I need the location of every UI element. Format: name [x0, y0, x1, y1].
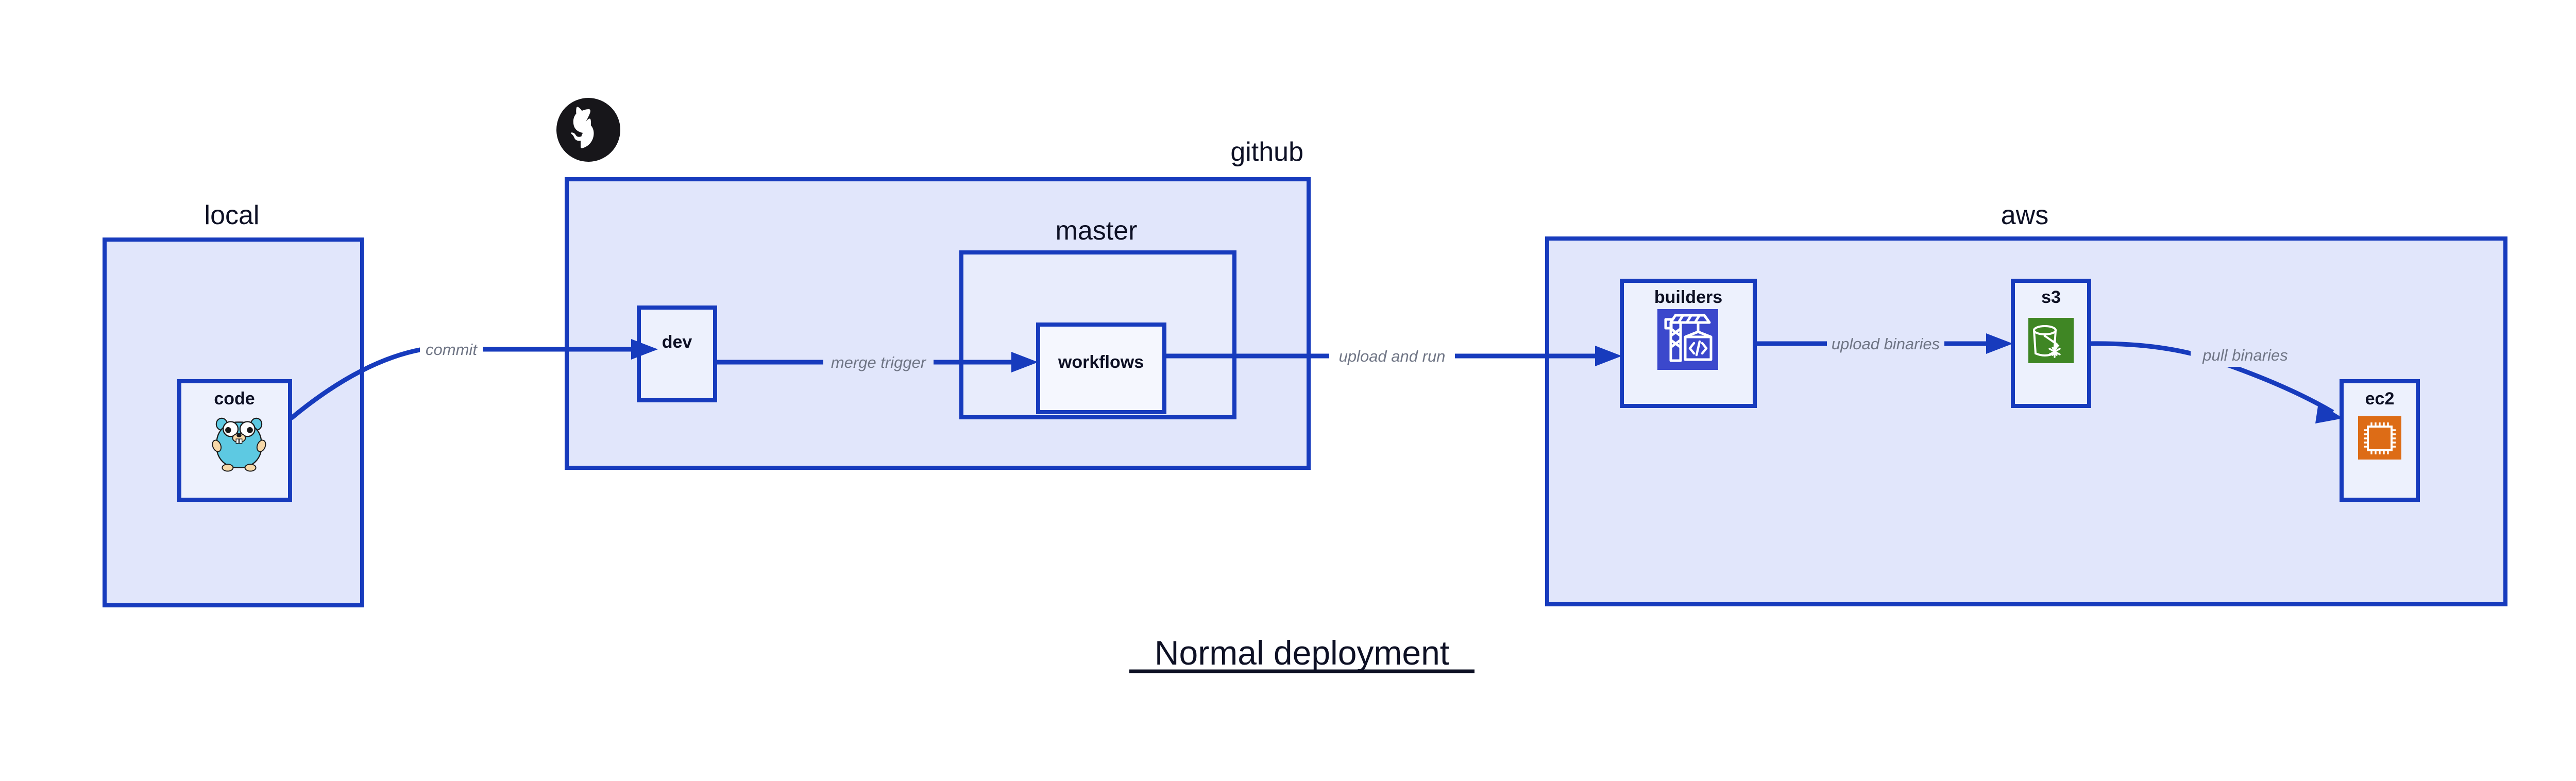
- subzone-master: master workflows: [959, 216, 1236, 419]
- aws-s3-glacier-icon: [2028, 318, 2074, 363]
- zone-local: local code: [103, 200, 364, 607]
- subzone-master-label: master: [1056, 216, 1138, 246]
- zone-aws: aws builders: [1545, 200, 2507, 606]
- node-s3[interactable]: s3: [2011, 279, 2091, 408]
- edge-upload-binaries-arrowhead: [1986, 333, 2013, 354]
- node-dev[interactable]: dev: [637, 305, 717, 402]
- node-s3-label: s3: [2041, 287, 2061, 307]
- node-code[interactable]: code: [177, 379, 292, 502]
- edge-commit-label: commit: [426, 341, 478, 359]
- node-builders-label: builders: [1654, 287, 1722, 307]
- node-builders[interactable]: builders: [1620, 279, 1757, 408]
- edge-upload-and-run-arrowhead: [1595, 346, 1622, 366]
- node-workflows[interactable]: workflows: [1036, 322, 1166, 414]
- zone-github-label: github: [1230, 137, 1303, 167]
- node-ec2[interactable]: ec2: [2340, 379, 2420, 502]
- zone-local-label: local: [205, 200, 260, 230]
- edge-pull-binaries-arrowhead: [2315, 403, 2343, 423]
- node-workflows-label: workflows: [1058, 352, 1144, 372]
- page-title: Normal deployment: [1155, 634, 1449, 672]
- edge-pull-binaries: pull binaries: [2089, 341, 2343, 423]
- edge-upload-and-run: upload and run: [1164, 345, 1622, 367]
- edge-pull-binaries-label: pull binaries: [2202, 346, 2287, 364]
- zone-aws-label: aws: [2001, 200, 2048, 230]
- node-workflows-rect[interactable]: [1036, 322, 1166, 414]
- edge-upload-binaries: upload binaries: [1755, 333, 2013, 354]
- github-octocat-icon: [556, 98, 620, 162]
- diagram-title-group: Normal deployment: [1129, 634, 1475, 673]
- aws-ec2-icon: [2358, 416, 2401, 460]
- edge-merge-trigger: merge trigger: [715, 351, 1038, 373]
- node-ec2-label: ec2: [2365, 389, 2395, 409]
- node-code-label: code: [214, 389, 255, 409]
- edge-commit-arrowhead: [631, 339, 658, 360]
- edge-upload-binaries-label: upload binaries: [1832, 335, 1940, 353]
- edge-merge-trigger-arrowhead: [1011, 352, 1038, 372]
- node-ec2-rect[interactable]: [2340, 379, 2420, 502]
- edge-upload-and-run-label: upload and run: [1339, 347, 1446, 365]
- edge-commit: commit: [290, 338, 658, 420]
- zone-github: github master workflows dev: [556, 98, 1311, 470]
- node-dev-rect[interactable]: [637, 305, 717, 402]
- go-gopher-icon: [212, 417, 266, 472]
- edge-merge-trigger-label: merge trigger: [831, 353, 927, 371]
- aws-codebuild-icon: [1657, 309, 1718, 370]
- node-dev-label: dev: [662, 332, 692, 352]
